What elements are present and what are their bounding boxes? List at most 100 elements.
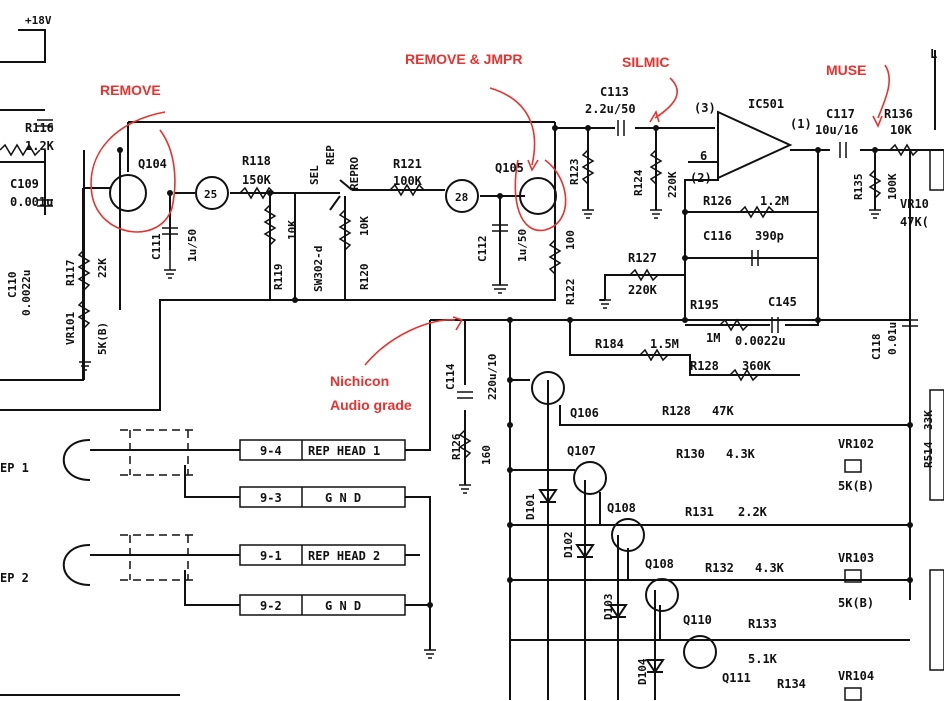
component-label: D103 [602, 594, 615, 621]
component-label: R131 [685, 505, 714, 519]
component-label: R127 [628, 251, 657, 265]
component-label: L [930, 47, 937, 61]
component-label: R128 [662, 404, 691, 418]
tape-head-symbols [62, 429, 195, 586]
component-label: 5.1K [748, 652, 778, 666]
component-label: R135 [852, 174, 865, 201]
component-label: 0.01u [886, 322, 899, 355]
component-label: VR101 [64, 312, 77, 345]
component-label: EP 1 [0, 461, 29, 475]
component-label: 5K(B) [96, 322, 109, 355]
component-label: R195 [690, 298, 719, 312]
switch-symbol [329, 179, 353, 211]
transistor-symbols [109, 174, 717, 669]
component-label: C117 [826, 107, 855, 121]
connector-label: REP HEAD 2 [308, 549, 380, 563]
component-label: C114 [444, 363, 457, 390]
component-label: D102 [562, 532, 575, 559]
component-label: Q104 [138, 157, 167, 171]
component-label: 10K [890, 123, 912, 137]
component-label: D101 [524, 493, 537, 520]
component-label: R117 [64, 260, 77, 287]
component-label: 10K [358, 216, 371, 236]
component-label: Q108 [645, 557, 674, 571]
component-label: R128 [690, 359, 719, 373]
component-label: 25 [204, 188, 217, 201]
component-label: R120 [358, 264, 371, 291]
component-label: EP 2 [0, 571, 29, 585]
connector-pin: 9-2 [260, 599, 282, 613]
resistor-symbols [0, 143, 919, 459]
component-label: C116 [703, 229, 732, 243]
component-label: R133 [748, 617, 777, 631]
component-label: Q107 [567, 444, 596, 458]
component-label: 1u/50 [516, 229, 529, 262]
component-label: 6 [700, 149, 707, 163]
component-label: Q111 [722, 671, 751, 685]
component-label: R123 [568, 159, 581, 186]
component-label: 2.2u/50 [585, 102, 636, 116]
connector-label: G N D [325, 599, 361, 613]
component-label: VR103 [838, 551, 874, 565]
component-label: 1u/50 [186, 229, 199, 262]
connector-pin: 9-4 [260, 444, 282, 458]
component-label: 2.2K [738, 505, 768, 519]
supply-label: +18V [25, 14, 52, 27]
annotation-remove: REMOVE [100, 82, 161, 98]
component-label: R132 [705, 561, 734, 575]
component-label: VR102 [838, 437, 874, 451]
component-label: Q106 [570, 406, 599, 420]
component-label: 100K [393, 174, 423, 188]
component-label: 100K [886, 173, 899, 200]
component-label: C145 [768, 295, 797, 309]
component-label: 5K(B) [838, 596, 874, 610]
connector-pin: 9-1 [260, 549, 282, 563]
component-label: 220u/10 [486, 354, 499, 400]
component-label: C113 [600, 85, 629, 99]
component-label: C118 [870, 334, 883, 361]
component-label: 100 [564, 230, 577, 250]
capacitor-symbols [37, 119, 918, 399]
component-label: 1.2K [25, 139, 55, 153]
component-label: R136 [884, 107, 913, 121]
component-label: 1M [706, 331, 720, 345]
component-label: 220K [628, 283, 658, 297]
connector-pin: 9-3 [260, 491, 282, 505]
component-label: Q105 [495, 161, 524, 175]
diode-symbols [538, 489, 665, 674]
component-label: 5K(B) [838, 479, 874, 493]
component-label: 360K [742, 359, 772, 373]
component-label: 160 [480, 445, 493, 465]
component-label: (2) [690, 171, 712, 185]
component-label: R124 [632, 169, 645, 196]
annotation-silmic: SILMIC [622, 54, 669, 70]
component-label: 47K [712, 404, 734, 418]
component-label: 4.3K [755, 561, 785, 575]
component-label: (1) [790, 117, 812, 131]
component-label: 0.001u [10, 195, 53, 209]
component-label: C111 [150, 233, 163, 260]
component-label: Q108 [607, 501, 636, 515]
component-label: 22K [96, 258, 109, 278]
ground-symbols [79, 209, 881, 659]
component-label: 220K [666, 171, 679, 198]
connector-boxes [239, 439, 406, 616]
component-label: VR104 [838, 669, 874, 683]
component-label: R130 [676, 447, 705, 461]
component-label: R126 [450, 433, 463, 460]
component-label: 150K [242, 173, 272, 187]
component-label: 28 [455, 191, 468, 204]
trimmer-symbols [844, 149, 944, 701]
annotation-nichicon: Nichicon [330, 373, 389, 389]
component-label: REPRO [348, 157, 361, 190]
junction-dots [117, 125, 913, 608]
component-label: 10K [286, 220, 299, 240]
annotation-muse: MUSE [826, 62, 866, 78]
component-label: 0.0022u [735, 334, 786, 348]
component-label: D104 [636, 658, 649, 685]
component-label: VR10 [900, 197, 929, 211]
component-label: 0.0022u [20, 270, 33, 316]
component-label: R514 [922, 441, 935, 468]
component-label: 4.3K [726, 447, 756, 461]
